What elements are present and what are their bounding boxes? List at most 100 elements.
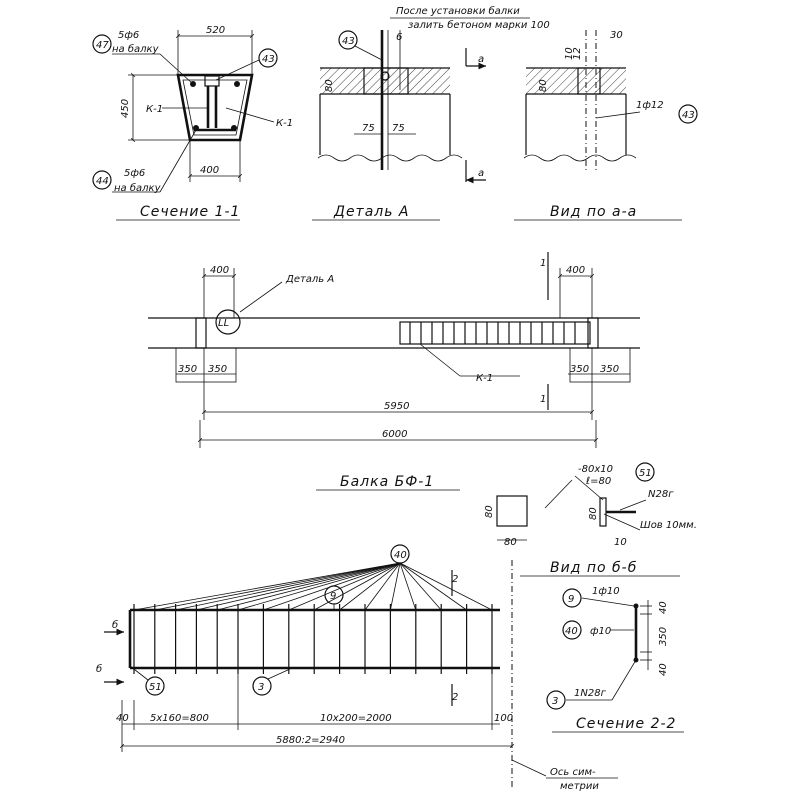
leader-line — [390, 562, 401, 611]
leader-line — [196, 562, 401, 611]
callout-circle — [92, 34, 112, 54]
dim-80-plate: 80 — [588, 507, 599, 520]
cut-mark-a-bottom: а — [478, 168, 484, 179]
dim-80: 80 — [324, 79, 335, 92]
callout-circle — [92, 170, 112, 190]
frame-label-right: К-1 — [276, 118, 293, 129]
callout-40: 40 — [565, 626, 578, 637]
beam-end-left — [195, 317, 207, 349]
callout-circle — [258, 48, 278, 68]
leader-line — [133, 562, 401, 611]
loop-bar — [204, 75, 220, 87]
beam-bf1: Балка БФ-1 80 80 80 -80х10 ℓ=80 51 N28г … — [316, 462, 697, 577]
callout-43: 43 — [342, 36, 355, 47]
section-mark-1-top: 1 — [540, 258, 546, 269]
dim-5950: 5950 — [384, 401, 409, 412]
rebar-note: на балку — [114, 182, 162, 194]
dim-350-2: 350 — [208, 364, 227, 375]
view-a-a: 80 10 12 30 1ф12 43 Вид по а-а — [514, 30, 698, 221]
dim-400-left: 400 — [210, 265, 229, 276]
dim-40-bottom: 40 — [658, 663, 669, 676]
angle-spec: N28г — [648, 489, 674, 500]
leader-line — [511, 759, 547, 777]
dim-40-top: 40 — [658, 601, 669, 614]
section-mark-2-top: 2 — [452, 574, 458, 585]
dim-400-right: 400 — [566, 265, 585, 276]
rebar-dot — [231, 125, 237, 131]
dim-100: 100 — [494, 713, 513, 724]
callout-43: 43 — [682, 110, 695, 121]
view-a-a-title: Вид по а-а — [550, 204, 637, 220]
leader-line — [267, 668, 291, 680]
leader-line — [595, 111, 641, 119]
dim-350-3: 350 — [570, 364, 589, 375]
leader-line — [339, 562, 401, 611]
callout-9: 9 — [330, 591, 336, 602]
frame-label: К-1 — [476, 373, 493, 384]
section-1-1-title: Сечение 1-1 — [140, 204, 240, 220]
detail-marker-text: LL — [218, 318, 229, 329]
dim-80-width: 80 — [504, 537, 517, 548]
leader-line — [129, 665, 149, 681]
plate-spec: -80х10 — [578, 464, 613, 475]
leader-line — [581, 597, 635, 607]
leader-line — [574, 475, 604, 501]
cut-mark-b-top: б — [112, 619, 118, 631]
rebar-dot — [193, 125, 199, 131]
frame-k1: 40 9 3 51 2 2 б б 40 5х160=800 10х200=20… — [96, 544, 618, 792]
leader-line — [237, 562, 401, 611]
callout-44: 44 — [96, 176, 109, 187]
callout-3: 3 — [552, 696, 558, 707]
rebar-note: на балку — [112, 43, 160, 55]
leader-line — [619, 499, 647, 511]
rebar-spec: 5ф6 — [124, 168, 145, 179]
leader-line — [159, 53, 194, 85]
callout-circle — [546, 690, 566, 710]
break-line — [317, 154, 463, 162]
pour-note-line2: залить бетоном марки 100 — [408, 19, 550, 31]
dim-30: 30 — [610, 30, 623, 41]
callout-circle — [562, 588, 582, 608]
rebar-1f12: 1ф12 — [636, 100, 664, 111]
frame-k1-reinforcement — [399, 321, 591, 345]
callout-3: 3 — [258, 682, 264, 693]
section-2-2-title: Сечение 2-2 — [576, 716, 676, 732]
dim-12: 12 — [572, 47, 583, 60]
cut-mark-a-top: а — [478, 54, 484, 65]
callout-circle — [635, 462, 655, 482]
leader-line — [159, 129, 197, 193]
leader-line — [239, 281, 283, 313]
rebar-f10: ф10 — [590, 626, 611, 637]
detail-a: После установки балки залить бетоном мар… — [312, 5, 550, 221]
section-mark-1-bottom: 1 — [540, 394, 546, 405]
break-line — [523, 154, 637, 162]
leader-line — [399, 562, 417, 611]
callout-circle — [145, 676, 165, 696]
callout-51: 51 — [149, 682, 162, 693]
dim-40: 40 — [116, 713, 129, 724]
beam-bf1-title: Балка БФ-1 — [340, 474, 434, 490]
dim-520: 520 — [206, 25, 225, 36]
callout-40: 40 — [394, 550, 407, 561]
rebar-dot — [633, 603, 639, 609]
dim-80-height: 80 — [484, 505, 495, 518]
cut-mark-b-bottom: б — [96, 663, 102, 675]
callout-circle — [390, 544, 410, 564]
dim-10x200: 10х200=2000 — [320, 713, 392, 724]
leader-line — [225, 107, 275, 123]
dim-total: 5880:2=2940 — [276, 735, 345, 746]
dim-350-1: 350 — [178, 364, 197, 375]
callout-circle — [252, 676, 272, 696]
callout-circle — [678, 104, 698, 124]
dim-80: 80 — [538, 79, 549, 92]
section-2-2: 40 350 40 9 1ф10 40 ф10 3 1N28г Сечение … — [546, 586, 684, 733]
leader-line — [399, 562, 493, 611]
dim-350: 350 — [658, 627, 669, 646]
callout-51: 51 — [639, 468, 652, 479]
callout-circle — [562, 620, 582, 640]
dim-10: 10 — [614, 537, 627, 548]
callout-43: 43 — [262, 54, 275, 65]
leader-line — [399, 562, 442, 611]
leader-line — [544, 479, 573, 509]
